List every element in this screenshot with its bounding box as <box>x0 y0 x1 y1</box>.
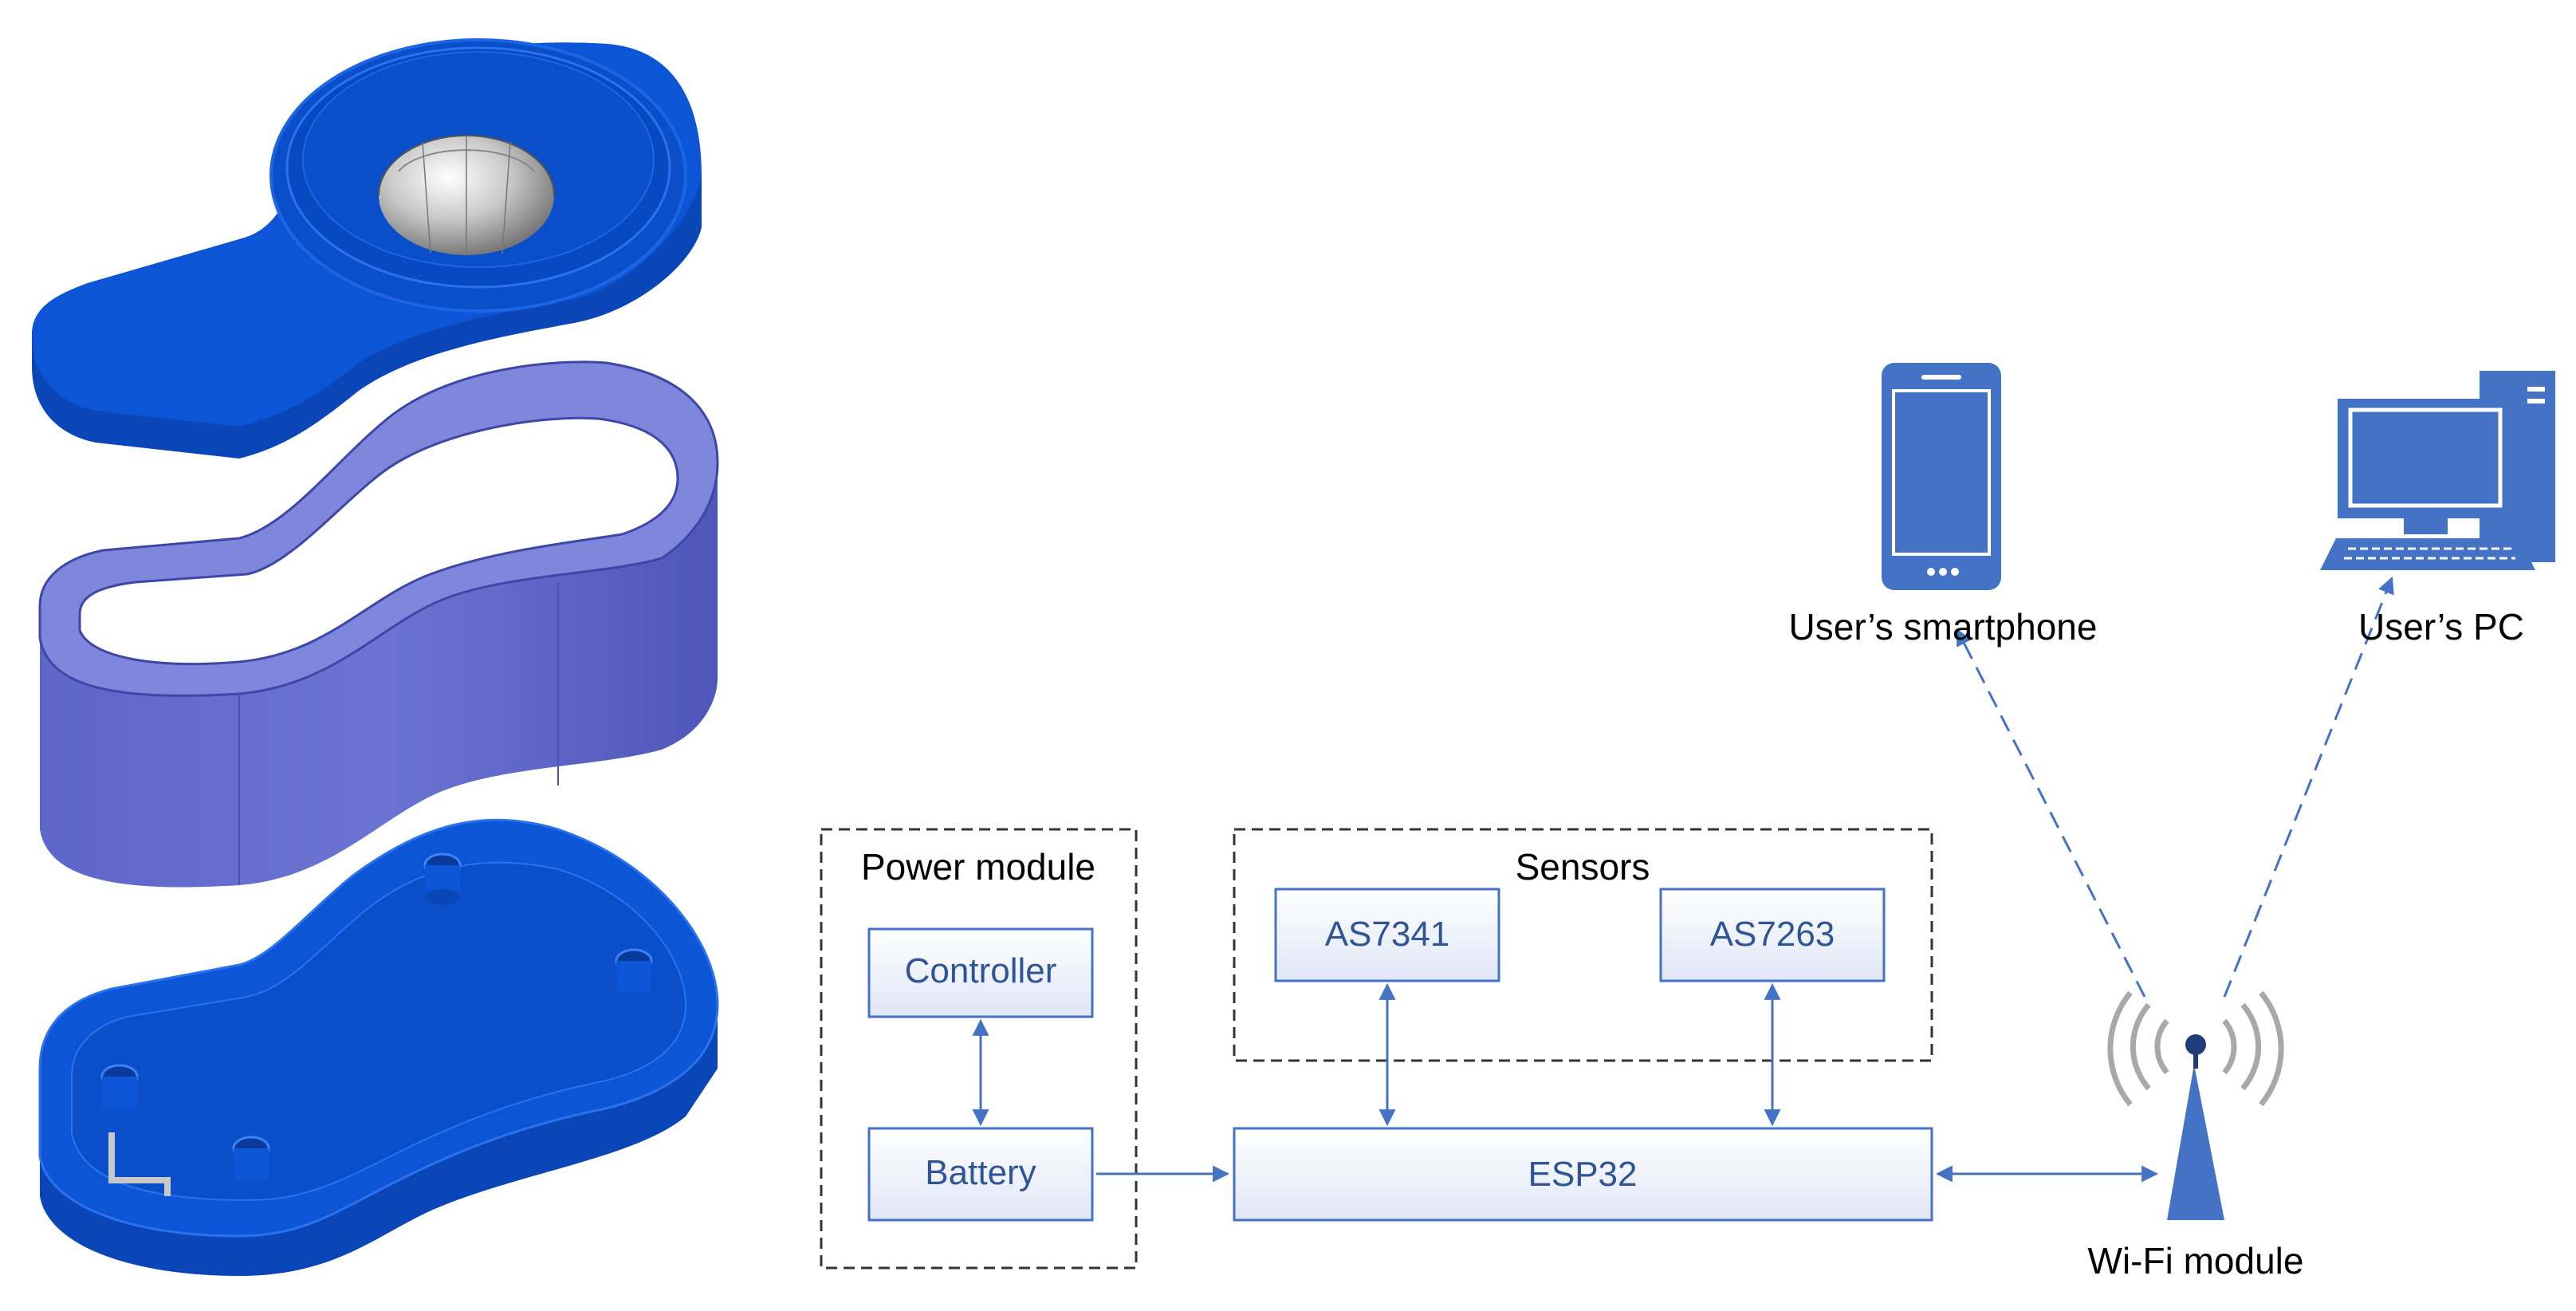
power-module-group <box>820 828 1138 1270</box>
screw-post <box>232 1136 270 1180</box>
as7341-label: AS7341 <box>1325 915 1450 954</box>
sensors-title: Sensors <box>1516 846 1650 888</box>
usb-slot <box>108 1132 171 1196</box>
enclosure-illustration <box>32 38 719 1276</box>
esp32-label: ESP32 <box>1528 1155 1638 1194</box>
wifi-smartphone-link <box>1956 628 2146 998</box>
smartphone-label: User’s smartphone <box>1789 606 2098 648</box>
battery-label: Battery <box>925 1153 1036 1192</box>
as7263-label: AS7263 <box>1710 915 1835 954</box>
desktop-pc-icon <box>2320 371 2555 570</box>
smartphone-icon <box>1882 363 2001 590</box>
wifi-antenna-icon <box>2107 990 2284 1220</box>
enclosure-top-lid <box>32 38 702 459</box>
screw-post <box>423 852 462 905</box>
esp32-box <box>1233 1127 1933 1222</box>
screw-post <box>615 948 653 993</box>
power-module-title: Power module <box>861 846 1095 888</box>
screw-post <box>100 1064 139 1108</box>
wifi-pc-link <box>2223 577 2394 998</box>
controller-label: Controller <box>905 951 1057 990</box>
as7263-box <box>1659 888 1886 982</box>
as7341-box <box>1274 888 1500 982</box>
wifi-module-label: Wi-Fi module <box>2088 1240 2304 1281</box>
enclosure-bottom-base <box>38 818 719 1276</box>
controller-box <box>867 927 1094 1018</box>
sensors-group <box>1233 828 1933 1062</box>
enclosure-middle-band <box>38 360 719 888</box>
pc-label: User’s PC <box>2358 606 2524 648</box>
battery-box <box>867 1127 1094 1222</box>
